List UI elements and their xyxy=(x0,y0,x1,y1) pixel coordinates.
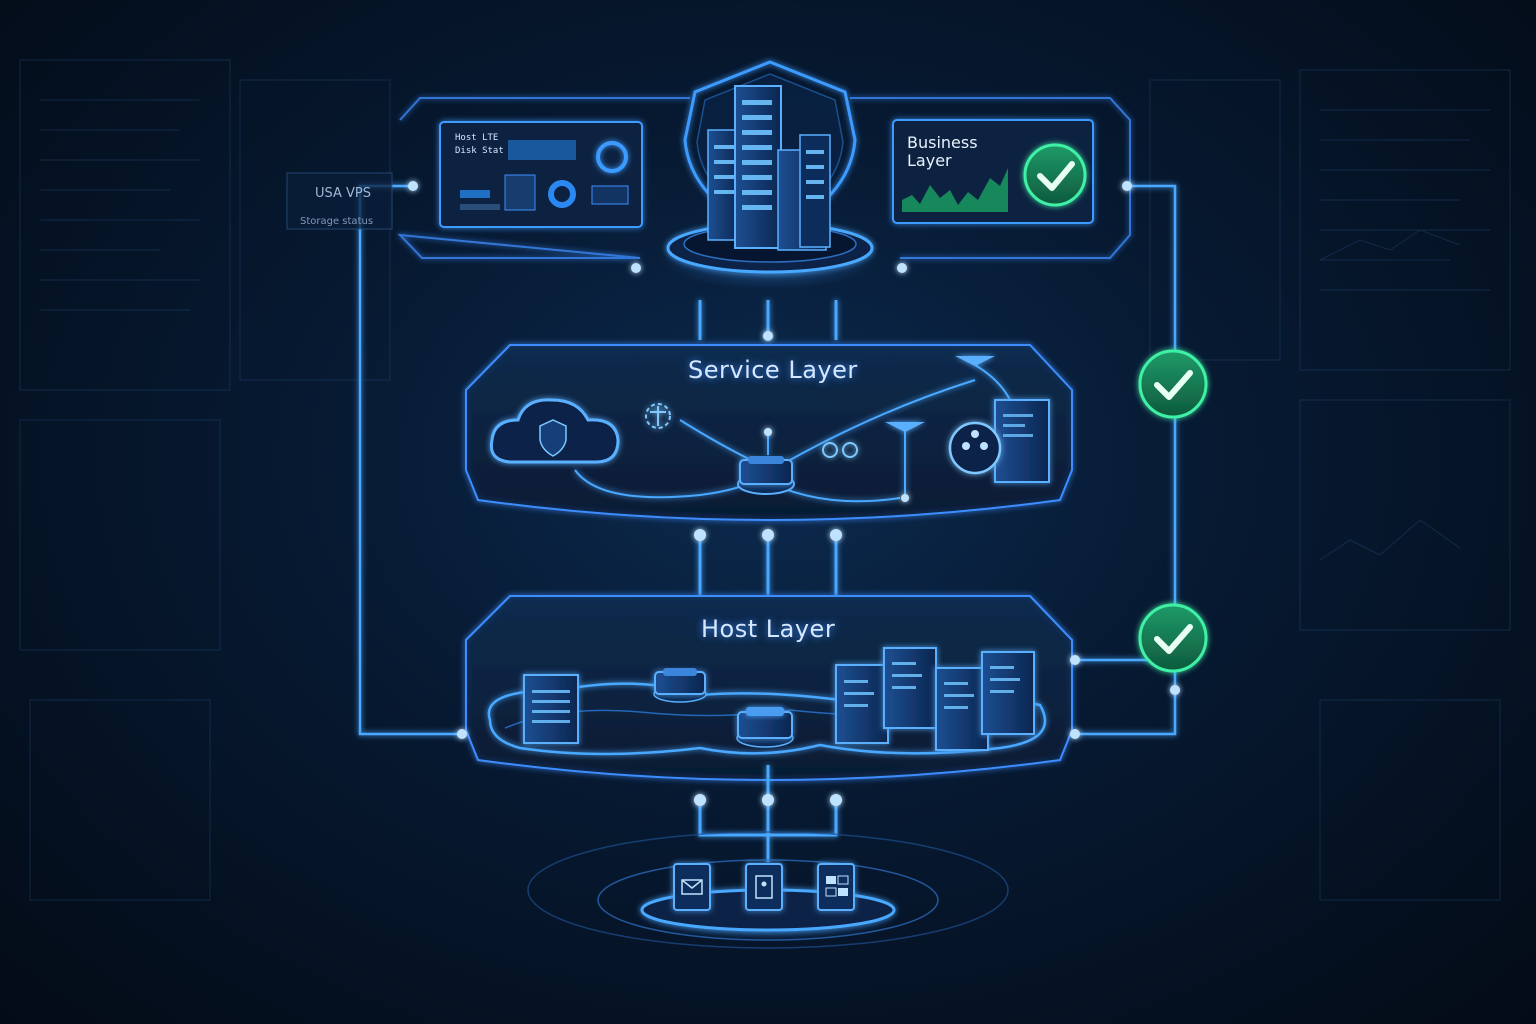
host-layer-frame xyxy=(465,595,1073,781)
service-check-circle xyxy=(1138,349,1208,419)
host-check-circle xyxy=(1138,603,1208,673)
mail-icon xyxy=(673,863,711,911)
business-layer-title-line2: Layer xyxy=(907,151,952,170)
background-panels xyxy=(19,59,1511,901)
host-server-cluster xyxy=(835,647,1035,751)
host-switch-2 xyxy=(736,707,794,748)
side-panel-title: USA VPS xyxy=(315,186,372,201)
service-layer-title: Service Layer xyxy=(688,356,858,384)
side-panel-subtitle: Storage status xyxy=(300,216,374,227)
status-panel-line2: Disk Stat xyxy=(455,146,504,156)
central-server xyxy=(660,60,880,290)
business-check-circle xyxy=(1023,143,1087,207)
cloud-shield-icon xyxy=(489,398,620,464)
node-dots-top xyxy=(408,181,1132,341)
node-dots-host xyxy=(457,655,1180,739)
left-connector xyxy=(358,184,462,736)
node-dots-bottom xyxy=(694,794,842,806)
host-base-links xyxy=(698,765,838,862)
status-panel-line1: Host LTE xyxy=(455,133,499,143)
document-icon xyxy=(745,863,783,911)
service-server-icon xyxy=(948,399,1050,483)
status-dashboard xyxy=(439,121,643,228)
access-point-icon xyxy=(885,356,995,432)
service-host-links xyxy=(698,535,838,595)
host-server-small xyxy=(523,674,579,744)
base-platform xyxy=(527,831,1009,949)
service-hub-icon xyxy=(737,456,795,495)
host-layer-title: Host Layer xyxy=(701,615,836,643)
business-layer-title-line1: Business xyxy=(907,133,978,152)
link-icon xyxy=(822,442,858,458)
side-panel xyxy=(286,172,393,230)
gear-icon xyxy=(645,403,671,429)
top-frame xyxy=(397,97,1131,259)
node-dots-service xyxy=(764,428,909,502)
host-switch-1 xyxy=(653,668,707,703)
storage-icon xyxy=(817,863,855,911)
business-layer-panel xyxy=(892,119,1094,224)
node-dots-mid xyxy=(694,529,842,541)
